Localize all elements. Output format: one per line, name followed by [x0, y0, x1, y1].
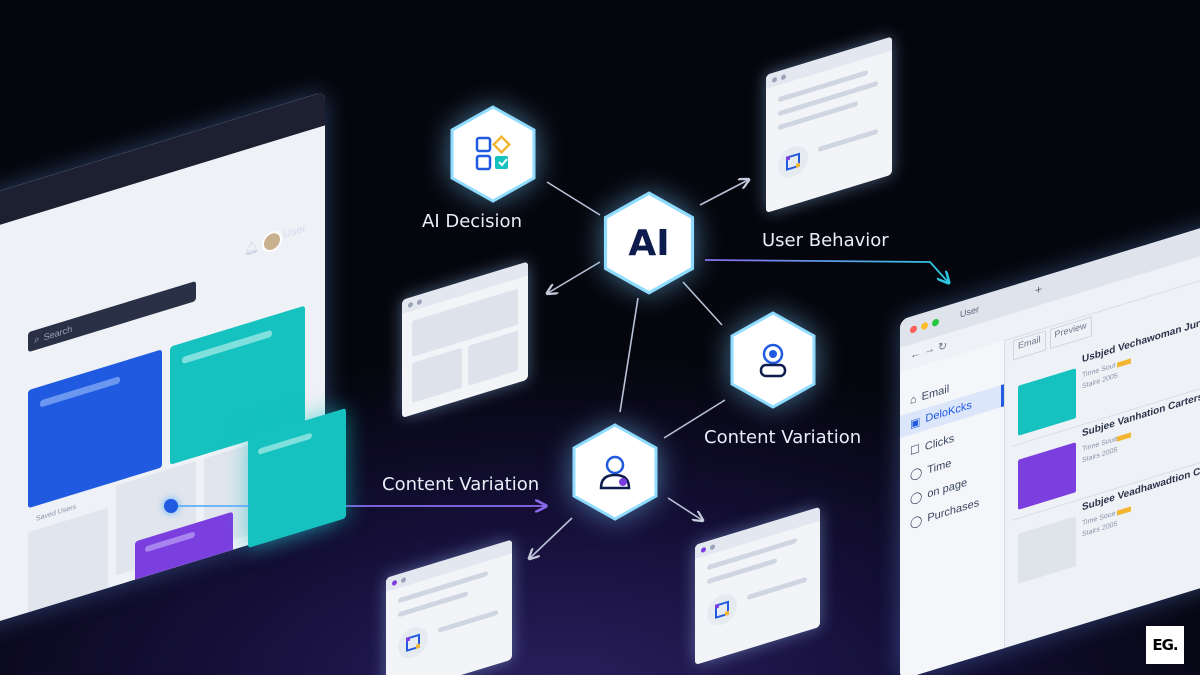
frame-icon	[786, 152, 800, 171]
card-icon-box	[707, 590, 737, 630]
email-badge	[1117, 506, 1131, 516]
line-bottomnode-to-bottomright-card	[667, 497, 702, 520]
content-variation-node-bottom[interactable]	[570, 422, 660, 522]
subtab-email[interactable]: Email	[1013, 330, 1046, 361]
content-variation-node-right[interactable]	[728, 310, 818, 410]
back-icon[interactable]: ←	[910, 346, 921, 362]
circle-icon: ◯	[910, 466, 923, 482]
inbox-icon: ▣	[910, 415, 921, 431]
ai-decision-node[interactable]	[448, 104, 538, 204]
circle-icon: ◯	[910, 514, 923, 530]
frame-icon	[715, 600, 729, 619]
card-icon-box	[778, 142, 808, 182]
content-variation-caption-right: Content Variation	[704, 427, 862, 448]
line-rightnode-to-bottomnode	[663, 399, 726, 439]
card-line	[818, 128, 878, 153]
line-bottomnode-to-bottomleft-card	[530, 517, 573, 558]
content-variation-caption-left: Content Variation	[382, 474, 540, 495]
card-line	[438, 609, 498, 634]
app-grid-icon	[475, 134, 512, 171]
frame-icon	[406, 633, 420, 652]
ai-node[interactable]: AI	[601, 190, 697, 296]
user-behavior-caption: User Behavior	[762, 230, 889, 251]
sidebar-item-time[interactable]: ◯Time	[910, 456, 951, 482]
email-badge	[1117, 358, 1131, 368]
email-thumb-gray	[1018, 516, 1076, 584]
card-bottom-right	[695, 506, 820, 665]
email-badge	[1117, 432, 1131, 442]
sidebar-item-label: Email	[921, 382, 950, 404]
user-in-frame-icon	[759, 343, 787, 378]
line-ai-to-rightnode	[682, 281, 723, 326]
card-block	[412, 347, 462, 403]
line-ai-to-decision	[546, 181, 601, 216]
tab-user[interactable]: User	[960, 303, 980, 320]
ai-node-label: AI	[628, 222, 670, 264]
card-icon-box	[398, 623, 428, 663]
checkbox-icon: ☐	[910, 442, 920, 458]
line-user-behavior-flow	[704, 259, 948, 282]
line-ai-to-bottomnode	[619, 297, 639, 413]
circle-icon: ◯	[910, 490, 923, 506]
reload-icon[interactable]: ↻	[938, 339, 948, 355]
sidebar-item-clicks[interactable]: ☐Clicks	[910, 431, 954, 458]
sidebar-item-label: on page	[927, 475, 968, 501]
line-ai-to-topcard	[699, 180, 748, 206]
sidebar-item-label: DeloKcks	[925, 399, 972, 426]
email-thumb-teal	[1018, 368, 1076, 436]
ai-decision-caption: AI Decision	[422, 211, 522, 232]
connector-dot	[164, 499, 178, 513]
sidebar-item-label: Time	[927, 456, 952, 477]
watermark-logo: EG.	[1146, 626, 1184, 664]
card-block	[468, 330, 518, 386]
card-top-right	[766, 36, 892, 213]
home-icon: ⌂	[910, 392, 917, 407]
window-dot-red[interactable]	[910, 324, 917, 334]
new-tab-button[interactable]: +	[1035, 281, 1043, 298]
user-icon	[599, 455, 631, 490]
window-dot-green[interactable]	[932, 318, 939, 328]
forward-icon[interactable]: →	[924, 342, 935, 358]
sidebar-item-label: Clicks	[924, 431, 955, 453]
sidebar-item-label: Purchases	[927, 496, 980, 525]
card-bottom-left	[386, 539, 512, 675]
card-line	[747, 576, 807, 601]
email-thumb-purple	[1018, 442, 1076, 510]
window-dot-yellow[interactable]	[921, 321, 928, 331]
line-ai-to-leftcard	[548, 261, 601, 293]
right-sidebar: ⌂Email ▣DeloKcks ☐Clicks ◯Time ◯on page …	[900, 339, 1005, 675]
card-line	[778, 100, 858, 131]
